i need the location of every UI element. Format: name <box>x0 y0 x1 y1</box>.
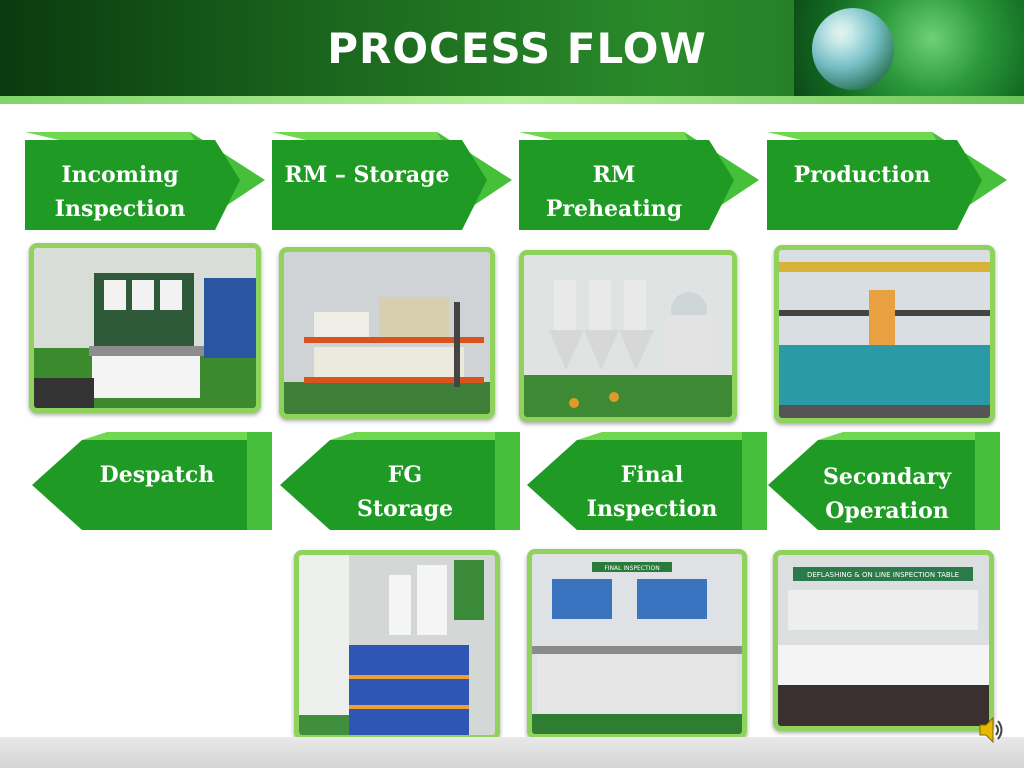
slide-title: PROCESS FLOW <box>327 24 707 73</box>
incoming-inspection-photo <box>34 248 256 408</box>
step-production: Production <box>767 132 1007 232</box>
speaker-icon-glyph <box>979 716 1003 744</box>
arrow-shape <box>280 432 520 530</box>
step-label: FG Storage <box>357 462 453 522</box>
step-incoming-inspection: Incoming Inspection <box>25 132 265 232</box>
production-photo <box>779 250 990 418</box>
step-secondary-operation: Secondary Operation <box>768 432 1008 532</box>
arrow-shape <box>527 432 767 530</box>
fg-storage-photo <box>299 555 495 735</box>
photo-rm-preheating <box>519 250 737 422</box>
final-inspection-sign: FINAL INSPECTION <box>604 565 659 572</box>
step-rm-storage: RM – Storage <box>272 132 512 232</box>
step-label: RM – Storage <box>284 162 450 188</box>
arrow-shape <box>25 132 265 230</box>
step-label: Production <box>793 162 931 188</box>
step-despatch: Despatch <box>32 432 272 532</box>
photo-rm-storage <box>279 247 495 419</box>
rm-preheating-photo <box>524 255 732 417</box>
photo-incoming-inspection <box>29 243 261 413</box>
photo-production <box>774 245 995 423</box>
step-fg-storage: FG Storage <box>280 432 520 532</box>
arrow-shape <box>32 432 272 530</box>
step-final-inspection: Final Inspection <box>527 432 767 532</box>
step-label: Secondary Operation <box>823 464 951 524</box>
secondary-operation-sign: DEFLASHING & ON LINE INSPECTION TABLE <box>807 571 959 579</box>
arrow-shape <box>519 132 759 230</box>
rm-storage-photo <box>284 252 490 414</box>
water-drop-decoration <box>794 0 1024 96</box>
step-label: Incoming Inspection <box>54 162 186 222</box>
header-accent-band <box>0 96 1024 104</box>
photo-final-inspection: FINAL INSPECTION <box>527 549 747 739</box>
arrow-shape <box>767 132 1007 230</box>
arrow-shape <box>768 432 1000 530</box>
photo-fg-storage <box>294 550 500 740</box>
step-label: RM Preheating <box>545 162 683 222</box>
step-label: Despatch <box>99 462 215 488</box>
arrow-shape <box>272 132 512 230</box>
secondary-operation-photo: DEFLASHING & ON LINE INSPECTION TABLE <box>778 555 989 726</box>
footer-band <box>0 737 1024 768</box>
final-inspection-photo: FINAL INSPECTION <box>532 554 742 734</box>
step-rm-preheating: RM Preheating <box>519 132 759 232</box>
slide-header: PROCESS FLOW <box>0 0 1024 104</box>
step-label: Final Inspection <box>586 462 718 522</box>
photo-secondary-operation: DEFLASHING & ON LINE INSPECTION TABLE <box>773 550 994 731</box>
speaker-icon[interactable] <box>978 714 1004 750</box>
